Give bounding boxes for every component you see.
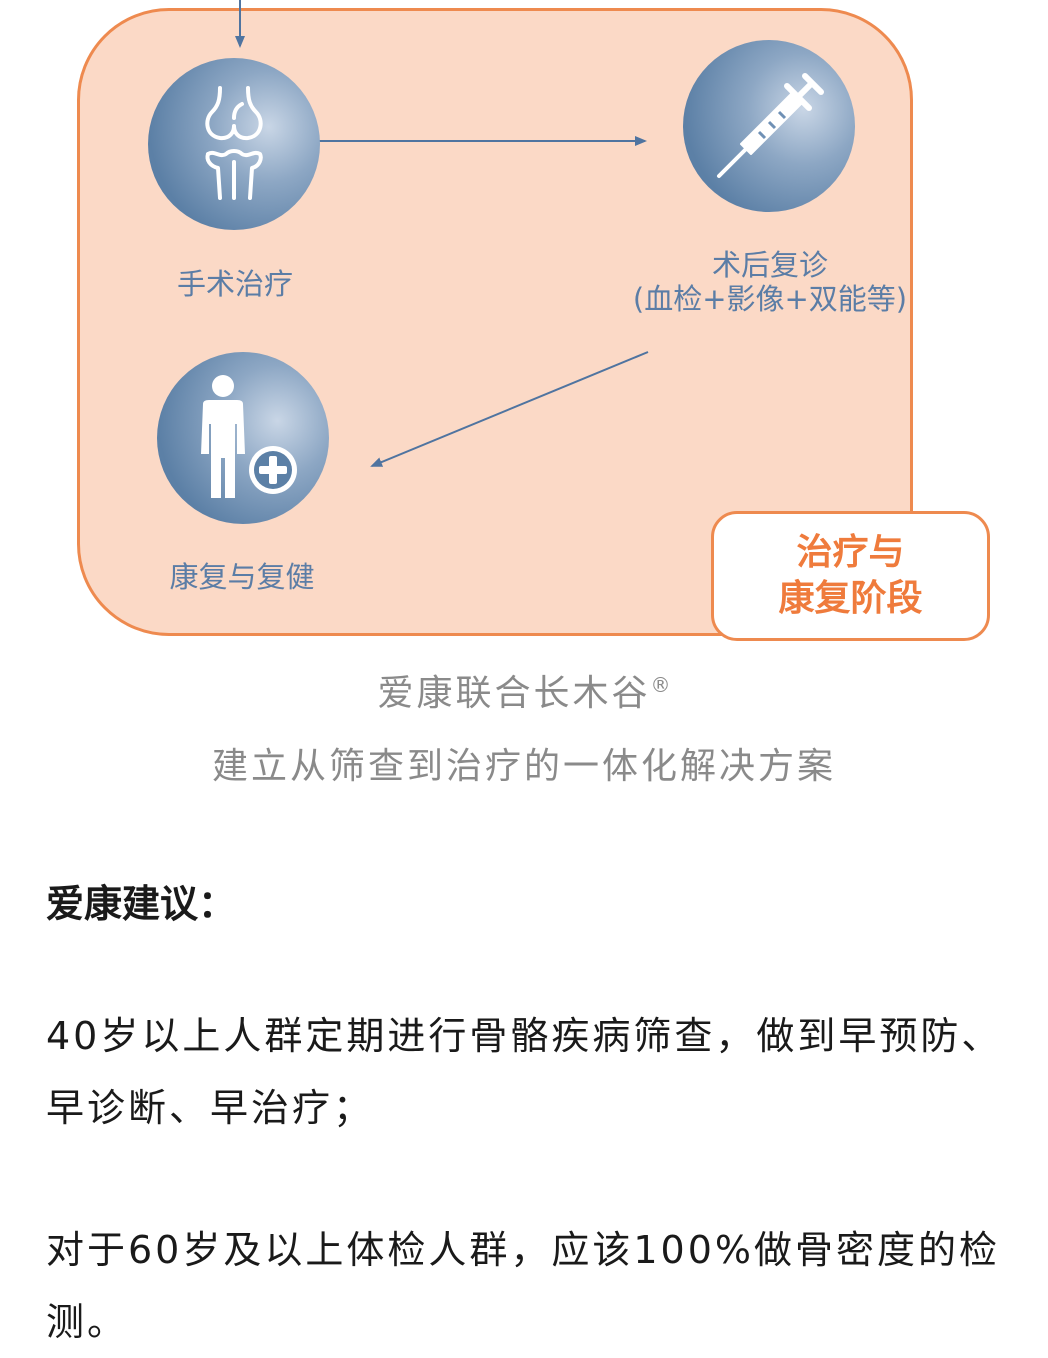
followup-subtitle: (血检+影像+双能等) [632, 282, 908, 316]
caption-line2: 建立从筛查到治疗的一体化解决方案 [211, 746, 836, 787]
advice-heading: 爱康建议： [46, 882, 237, 926]
followup-title: 术后复诊 [711, 248, 828, 282]
caption-text: 爱康联合长木谷 [377, 673, 651, 714]
colon-icon [148, 58, 320, 230]
syringe-icon [683, 40, 855, 212]
stage-label-line1: 治疗与 [796, 532, 905, 573]
rehab-label: 康复与复健 [169, 560, 315, 594]
followup-label: 术后复诊 (血检+影像+双能等) [620, 248, 920, 316]
stage-label-line2: 康复阶段 [778, 578, 923, 619]
advice-paragraph-2: 对于60岁及以上体检人群，应该100%做骨密度的检测。 [46, 1228, 1000, 1344]
caption-line1: 爱康联合长木谷® [0, 664, 1048, 716]
surgery-label: 手术治疗 [176, 267, 293, 301]
advice-paragraph-1: 40岁以上人群定期进行骨骼疾病筛查，做到早预防、早诊断、早治疗； [46, 1014, 1003, 1130]
registered-mark: ® [650, 673, 671, 697]
treatment-diagram: 手术治疗 术后复诊 (血检+影像+双能等) 康复与复健 治疗与 康复阶段 [0, 0, 1048, 650]
person-plus-icon [157, 352, 329, 524]
stage-badge: 治疗与 康复阶段 [711, 511, 990, 641]
